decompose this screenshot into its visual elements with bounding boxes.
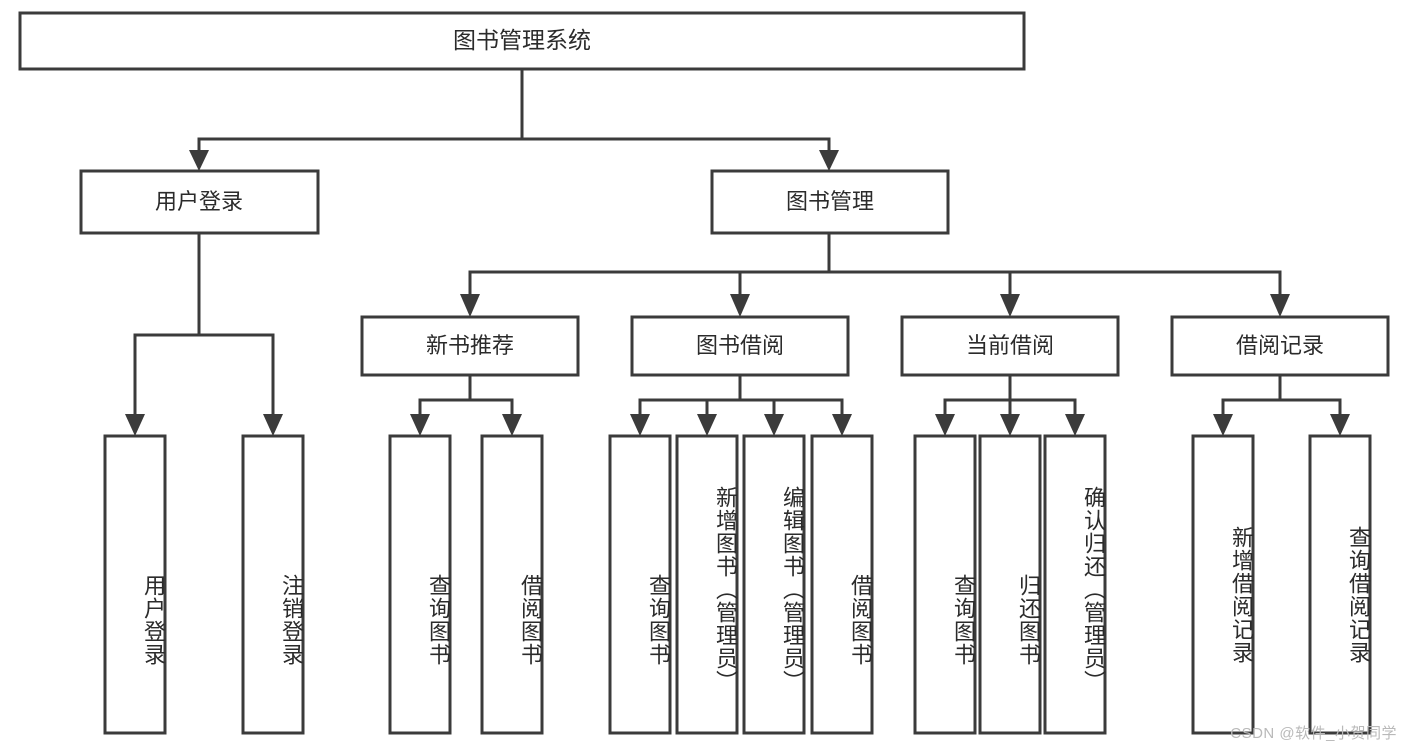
leaf-box-record-query[interactable] [1308,434,1372,735]
leaf-box-borrow-edit-book[interactable] [742,434,806,735]
leaf-boxes [103,434,1372,735]
leaf-box-current-confirm-return[interactable] [1043,434,1107,735]
node-new-book-recommend-label: 新书推荐 [426,333,514,358]
leaf-box-current-return-book[interactable] [978,434,1042,735]
leaf-box-recommend-query-book[interactable] [388,434,452,735]
node-new-book-recommend[interactable]: 新书推荐 [360,315,580,377]
node-root-label: 图书管理系统 [453,27,591,53]
edges-borrow-record-children [1213,373,1350,436]
node-user-login[interactable]: 用户登录 [79,169,320,235]
node-current-borrow-label: 当前借阅 [966,333,1054,358]
leaf-label-current-return-book: 归还图书 [1016,574,1041,666]
leaf-box-record-add[interactable] [1191,434,1255,735]
node-root[interactable]: 图书管理系统 [18,11,1026,71]
edges-new-book-recommend-children [410,373,522,436]
leaf-box-borrow-add-book[interactable] [675,434,739,735]
watermark: CSDN @软件_小贺同学 [1230,725,1397,742]
leaf-box-borrow-borrow-book[interactable] [810,434,874,735]
leaf-box-recommend-borrow-book[interactable] [480,434,544,735]
edges-level2-user-login [125,231,283,436]
leaf-label-user-login: 用户登录 [141,574,166,666]
node-user-login-label: 用户登录 [155,189,243,214]
leaf-label-borrow-query-book: 查询图书 [646,574,671,666]
leaf-box-user-login[interactable] [103,434,167,735]
leaf-label-borrow-add-book: 新增图书（管理员） [713,485,738,693]
leaf-label-recommend-borrow-book: 借阅图书 [518,574,543,666]
leaf-label-current-confirm-return: 确认归还（管理员） [1081,485,1106,693]
node-book-borrow-label: 图书借阅 [696,333,784,358]
node-book-management-label: 图书管理 [786,189,874,214]
leaf-box-current-query-book[interactable] [913,434,977,735]
node-borrow-record[interactable]: 借阅记录 [1170,315,1390,377]
leaf-label-user-logout: 注销登录 [279,574,304,666]
edges-current-borrow-children [935,373,1085,436]
edges-root-to-level2 [189,67,839,171]
leaf-label-borrow-borrow-book: 借阅图书 [848,574,873,666]
node-book-management[interactable]: 图书管理 [710,169,950,235]
node-borrow-record-label: 借阅记录 [1236,333,1324,358]
leaf-box-user-logout[interactable] [241,434,305,735]
leaf-label-record-add: 新增借阅记录 [1229,526,1254,664]
leaf-label-current-query-book: 查询图书 [951,574,976,666]
edges-level2-book-management [460,231,1290,317]
leaf-box-borrow-query-book[interactable] [608,434,672,735]
node-book-borrow[interactable]: 图书借阅 [630,315,850,377]
node-current-borrow[interactable]: 当前借阅 [900,315,1120,377]
leaf-label-borrow-edit-book: 编辑图书（管理员） [780,485,805,693]
leaf-label-recommend-query-book: 查询图书 [426,574,451,666]
leaf-label-record-query: 查询借阅记录 [1346,526,1371,664]
edges-book-borrow-children [630,373,852,436]
